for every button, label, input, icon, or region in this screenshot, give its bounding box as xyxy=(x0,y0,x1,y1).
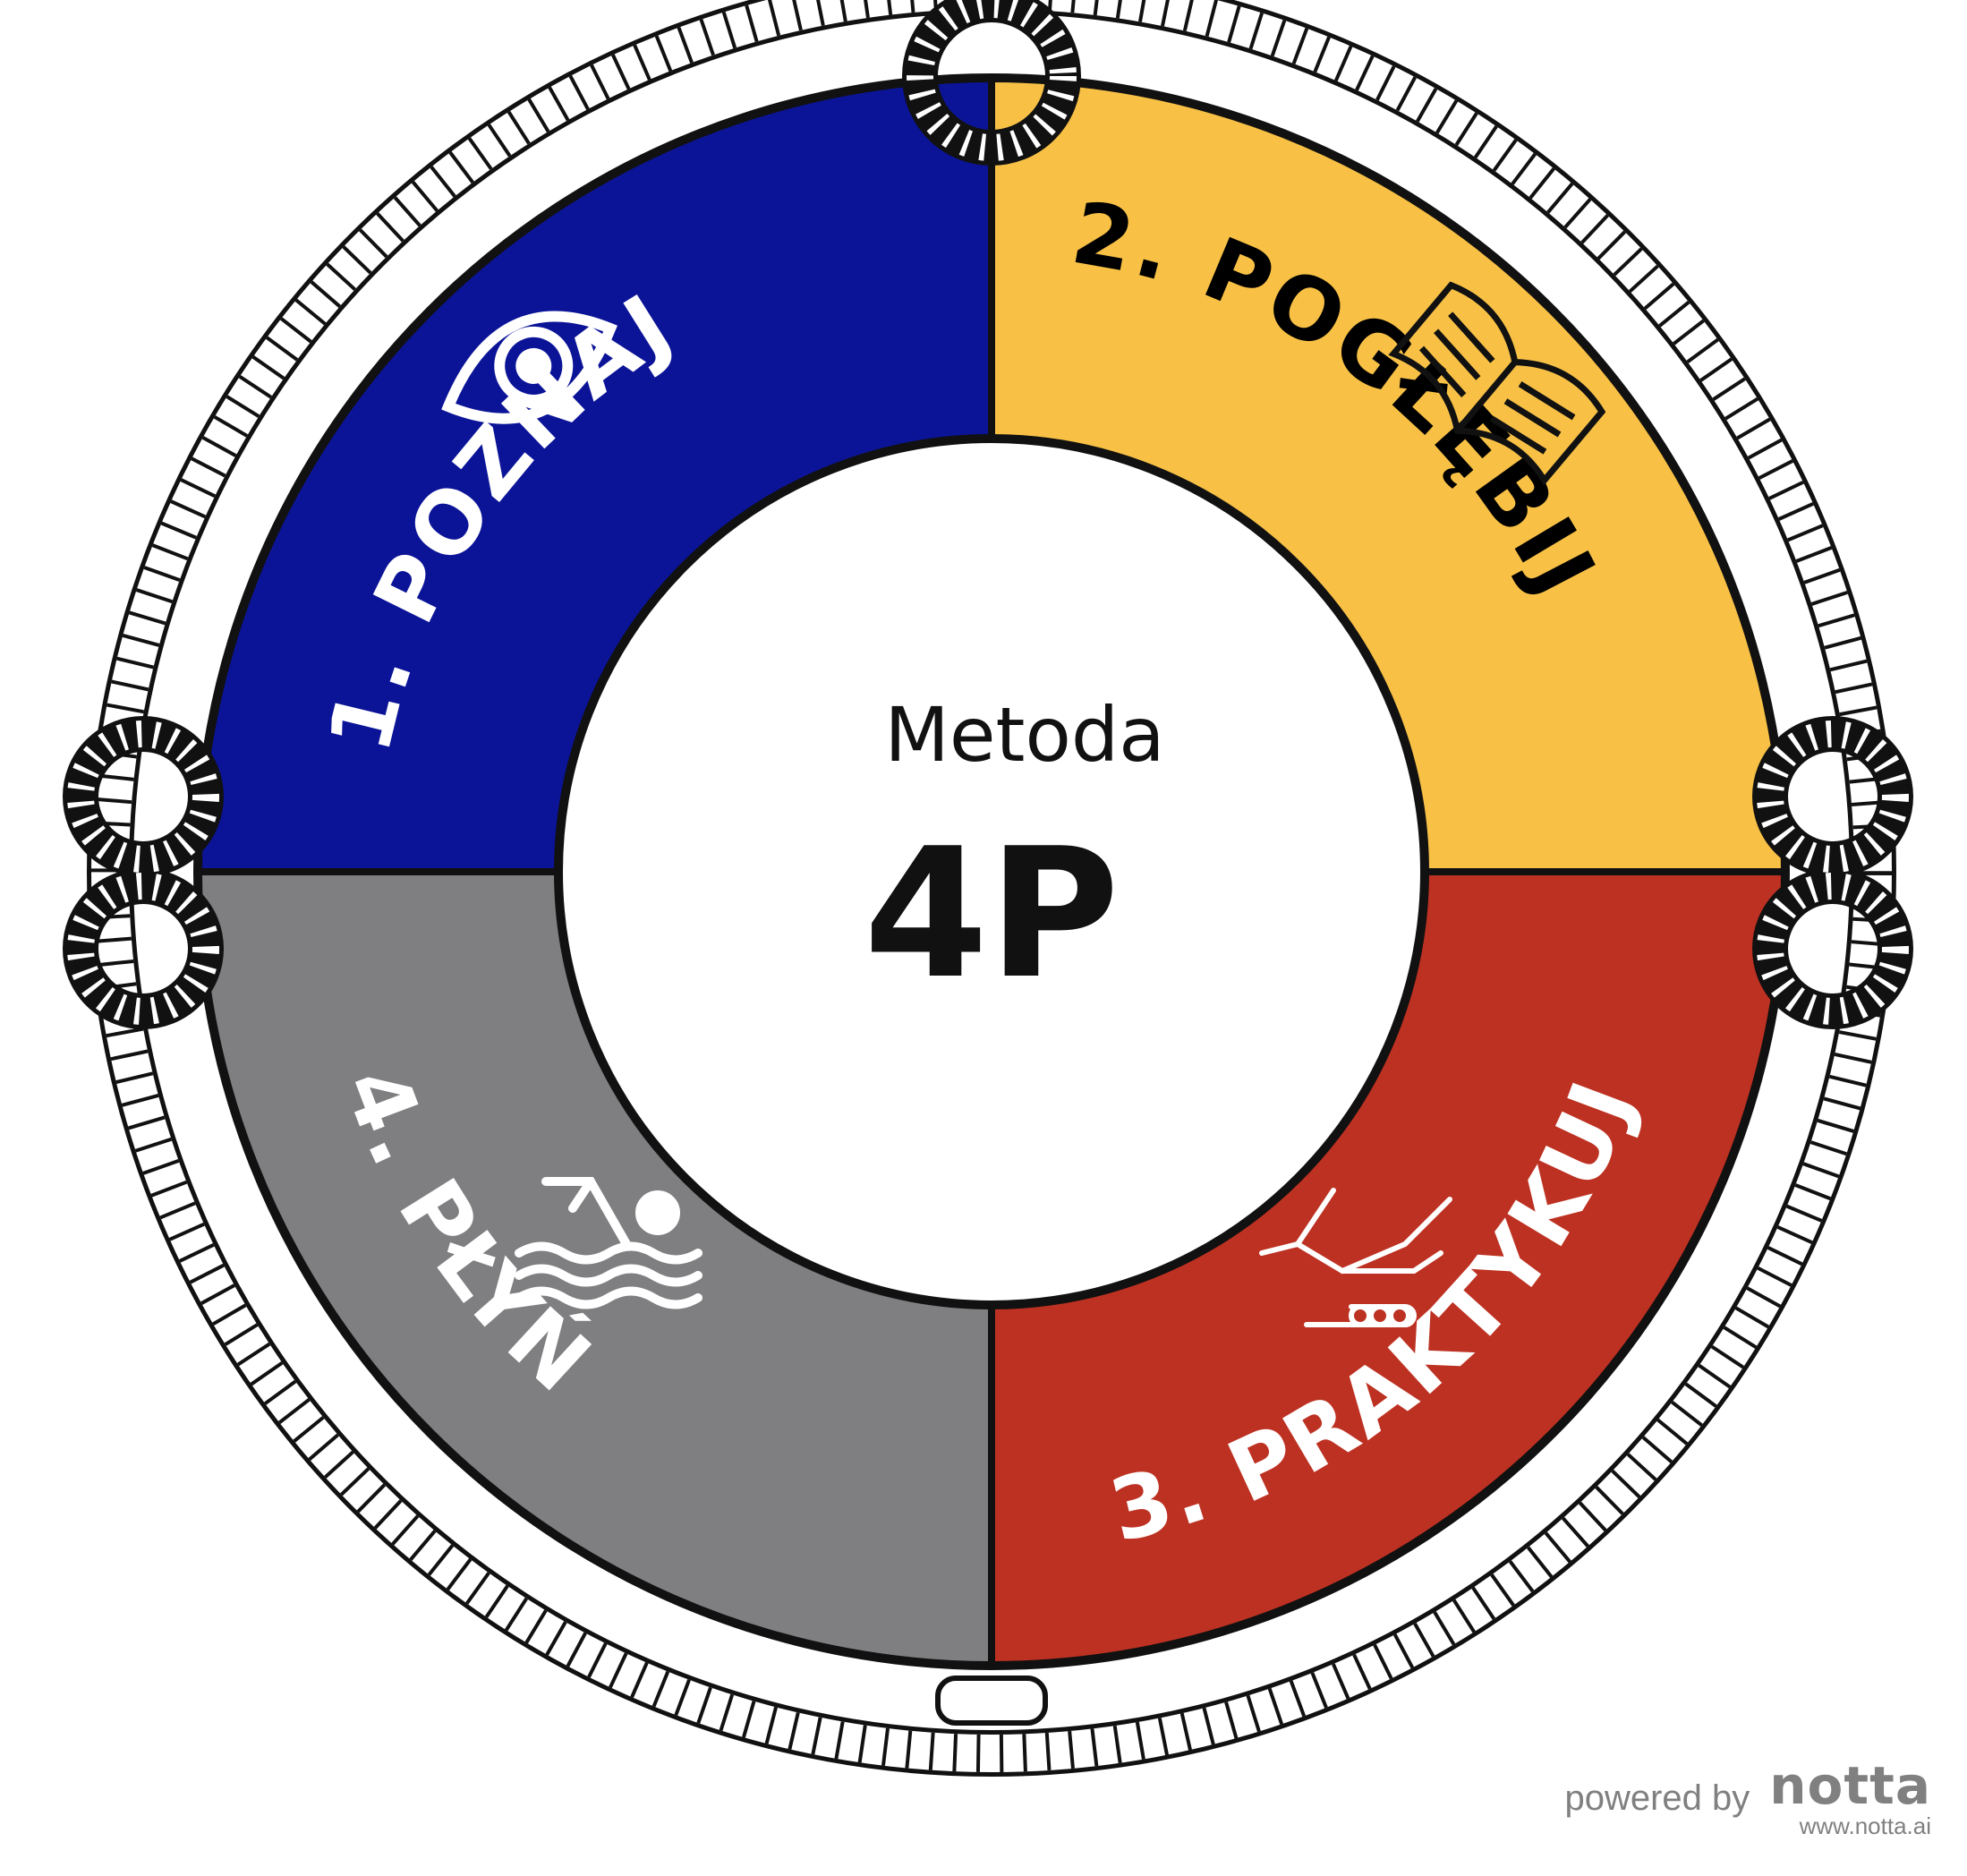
watermark-powered-by: powered by xyxy=(1564,1778,1750,1818)
book-icon xyxy=(1388,281,1606,486)
handshake-icon xyxy=(1259,1188,1452,1327)
rope xyxy=(87,0,1896,1777)
center-circle xyxy=(554,434,1429,1309)
center-title: 4P xyxy=(864,810,1120,1019)
eye-icon xyxy=(441,311,617,424)
watermark: powered by notta www.notta.ai xyxy=(1564,1759,1931,1840)
watermark-brand: notta www.notta.ai xyxy=(1769,1759,1931,1840)
rope-knots xyxy=(63,0,1913,1726)
swimmer-icon xyxy=(515,1177,702,1309)
watermark-logo: notta xyxy=(1769,1755,1931,1816)
watermark-url: www.notta.ai xyxy=(1799,1812,1931,1839)
center-subtitle: Metoda xyxy=(884,691,1164,779)
